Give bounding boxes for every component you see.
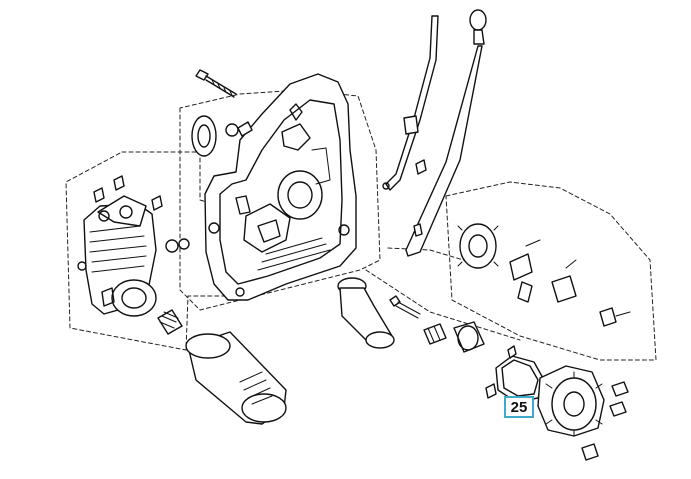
oil-seal [191, 115, 217, 157]
oil-filter [185, 331, 287, 425]
oil-pump-cover [537, 365, 605, 437]
crankcase-cover [204, 73, 357, 301]
dipstick-guide-line [365, 247, 521, 341]
case-group-outline [179, 89, 381, 311]
governor-bolt [599, 307, 631, 327]
washers [165, 238, 190, 253]
bolt-elbow [389, 295, 421, 319]
relief-spring [423, 323, 447, 345]
small-bolts [413, 159, 427, 237]
part-callout-25[interactable]: 25 [504, 396, 534, 418]
dipstick-tube [382, 15, 439, 191]
valve-springs [93, 175, 163, 211]
governor-arm-parts [509, 239, 577, 303]
dowel-pin [237, 121, 253, 137]
breather-spring [157, 309, 183, 335]
flange-bolt-top [195, 69, 237, 98]
oil-pump-rotor [453, 321, 485, 353]
governor-gear [457, 223, 499, 269]
dipstick [405, 9, 487, 257]
oil-pump-bolts [485, 345, 629, 461]
governor-group-outline [445, 181, 657, 361]
cylinder-group-outline [65, 151, 241, 351]
cylinder-assembly [77, 195, 157, 317]
oil-fill-elbow [337, 277, 395, 349]
